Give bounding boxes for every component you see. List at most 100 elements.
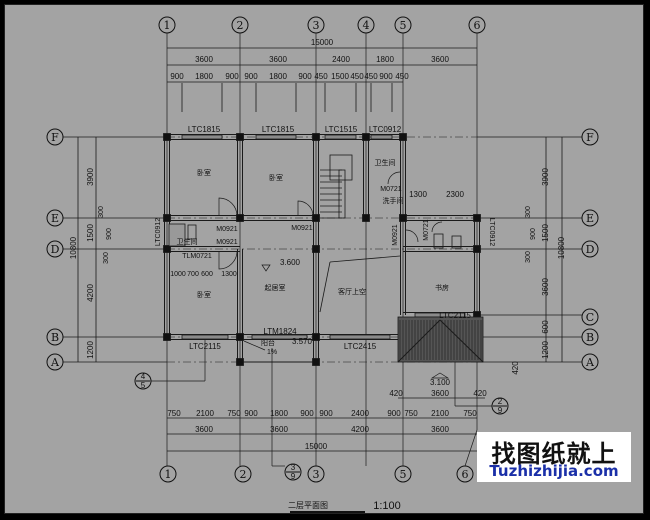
axis-1: 1 bbox=[164, 19, 171, 32]
axis-1-bottom: 1 bbox=[165, 468, 172, 481]
dim-bottom-opening: 2100 bbox=[196, 409, 214, 418]
dim-left-window: 300 bbox=[103, 252, 110, 264]
room-washroom: 洗手间 bbox=[383, 196, 404, 205]
dim-top-opening: 450 bbox=[364, 72, 378, 81]
plan-rect bbox=[236, 133, 244, 141]
plan-rect bbox=[473, 245, 481, 253]
plan-line bbox=[329, 255, 401, 263]
watermark-url: Tuzhizhijia.com bbox=[489, 462, 619, 480]
room-bathroom: 卫生间 bbox=[177, 237, 198, 246]
axis-2-bottom: 2 bbox=[240, 468, 247, 481]
room-balcony: 阳台 bbox=[261, 338, 275, 347]
room-study: 书房 bbox=[435, 283, 449, 292]
opening-labels: LTC1815 LTC1815 LTC1515 LTC0912 LTC0912 … bbox=[155, 125, 495, 351]
window-label: LTC1515 bbox=[325, 125, 358, 134]
plan-line bbox=[397, 319, 441, 363]
door-label: M0921 bbox=[291, 225, 313, 232]
dim-top-opening: 900 bbox=[225, 72, 239, 81]
axis-A-left: A bbox=[50, 356, 60, 369]
door-swing bbox=[430, 372, 450, 379]
door-swing bbox=[218, 197, 238, 217]
detail-2-bottom: 9 bbox=[498, 406, 503, 415]
slope: 1% bbox=[267, 349, 277, 356]
plan-rect bbox=[181, 134, 223, 140]
window-label: LTC1815 bbox=[188, 125, 221, 134]
axis-F-right: F bbox=[586, 131, 594, 144]
dim-bottom-opening: 2400 bbox=[351, 409, 369, 418]
door-label: M0721 bbox=[423, 219, 430, 241]
plan-rect bbox=[473, 214, 481, 222]
left-axis-bubbles: F E D B A bbox=[46, 128, 64, 371]
drawing-sheet bbox=[4, 4, 644, 514]
door-label: M0921 bbox=[216, 226, 238, 233]
dim-left-total: 10800 bbox=[69, 236, 78, 259]
dim-right-bay: 1200 bbox=[541, 341, 550, 359]
detail-2-top: 2 bbox=[498, 397, 503, 406]
axis-D-left: D bbox=[51, 243, 60, 256]
room-bedroom: 卧室 bbox=[197, 168, 211, 177]
dim-left-bay: 3900 bbox=[86, 168, 95, 186]
dim-bottom-opening: 2100 bbox=[431, 409, 449, 418]
dim-right-window: 300 bbox=[525, 251, 532, 263]
dim-bottom-opening: 900 bbox=[244, 409, 258, 418]
dim-right-total: 10800 bbox=[557, 236, 566, 259]
dim-top-opening: 900 bbox=[244, 72, 258, 81]
dim-bottom-opening: 750 bbox=[463, 409, 477, 418]
left-dimensions: 3900 1500 4200 1200 10800 300 900 300 bbox=[69, 168, 113, 359]
bottom-dimensions: 750 2100 750 900 1800 900 900 2400 900 7… bbox=[167, 361, 520, 451]
window-label: LTC2115 bbox=[439, 311, 471, 320]
window-label: LTC0912 bbox=[369, 125, 402, 134]
door-swing bbox=[297, 200, 314, 217]
axis-5-bottom: 5 bbox=[400, 468, 407, 481]
plan-rect bbox=[236, 214, 244, 222]
plan-rect bbox=[163, 333, 171, 341]
dim-top-opening: 900 bbox=[379, 72, 393, 81]
dim-wash: 2300 bbox=[446, 190, 464, 199]
dim-porch-side: 420 bbox=[511, 361, 520, 375]
dim-porch: 420 bbox=[389, 389, 403, 398]
level-living: 3.600 bbox=[280, 258, 301, 267]
dim-top-opening: 1500 bbox=[331, 72, 349, 81]
plan-rect bbox=[397, 316, 484, 363]
axis-3: 3 bbox=[313, 19, 320, 32]
top-dimensions: 15000 3600 3600 2400 1800 3600 900 1800 … bbox=[170, 38, 449, 81]
plan-rect bbox=[181, 334, 229, 340]
plan-rect bbox=[187, 224, 197, 240]
dim-right-bay: 3600 bbox=[541, 278, 550, 296]
dim-bath: 600 bbox=[201, 271, 213, 278]
dim-bottom-bay: 3600 bbox=[431, 425, 449, 434]
bottom-axis-bubbles: 1 2 3 5 6 3 9 4 5 2 9 bbox=[134, 372, 509, 483]
dim-bath: 1300 bbox=[221, 271, 237, 278]
door-swing bbox=[405, 229, 419, 243]
dim-bottom-bay: 3600 bbox=[270, 425, 288, 434]
room-bedroom: 卧室 bbox=[269, 173, 283, 182]
dim-bath: 700 bbox=[187, 271, 199, 278]
room-living: 起居室 bbox=[265, 283, 286, 292]
detail-4-bottom: 5 bbox=[141, 381, 146, 390]
door-swing bbox=[218, 250, 238, 270]
dim-right-bay: 600 bbox=[541, 320, 550, 334]
dim-wash: 1300 bbox=[409, 190, 427, 199]
dim-top-opening: 450 bbox=[350, 72, 364, 81]
room-labels: 卧室 卧室 卧室 卫生间 洗手间 卫生间 起居室 客厅上空 书房 阳台 bbox=[177, 158, 450, 347]
dim-left-bay: 4200 bbox=[86, 284, 95, 302]
door-label: M0921 bbox=[216, 239, 238, 246]
plan-rect bbox=[399, 133, 407, 141]
plan-rect bbox=[236, 333, 244, 341]
plan-rect bbox=[329, 334, 391, 340]
dim-left-bay: 1500 bbox=[86, 224, 95, 242]
dim-left-bay: 1200 bbox=[86, 341, 95, 359]
plan-rect bbox=[370, 134, 393, 140]
dim-top-bay: 3600 bbox=[269, 55, 287, 64]
plan-rect bbox=[433, 233, 444, 249]
plan-rect bbox=[236, 358, 244, 366]
axis-F-left: F bbox=[51, 131, 59, 144]
plan-rect bbox=[324, 134, 357, 140]
dim-bottom-opening: 750 bbox=[404, 409, 418, 418]
dim-bottom-total: 15000 bbox=[305, 442, 328, 451]
plan-rect bbox=[168, 223, 186, 247]
dim-top-total: 15000 bbox=[311, 38, 334, 47]
dim-bottom-opening: 1800 bbox=[270, 409, 288, 418]
porch-level: 3.100 bbox=[430, 378, 451, 387]
plan-rect bbox=[312, 358, 320, 366]
